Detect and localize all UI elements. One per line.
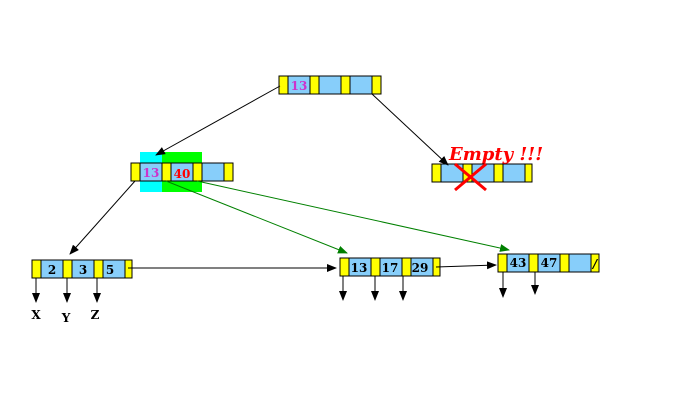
leaf-1-key-2: 3 [79,263,87,277]
internal-to-leaf-2-arrow [165,180,348,254]
leaf-node-2: 13 17 29 [339,257,441,277]
root-node: 13 [278,75,382,95]
leaf-1-key-1: 2 [48,263,56,277]
leaf-node-3: 43 47 / [497,253,600,273]
pointer-label-y: Y [61,311,71,325]
leaf-3-key-2: 47 [541,256,558,270]
leaf-2-key-1: 13 [351,261,368,275]
internal-left-key-2: 40 [174,167,191,181]
pointer-label-x: X [31,308,41,322]
internal-right-node [431,163,533,183]
internal-to-leaf-3-arrow [196,180,510,252]
root-to-left-arrow [155,85,281,156]
internal-to-leaf-1-arrow [69,180,136,255]
leaf-2-next-arrow [435,261,497,270]
leaf-2-key-2: 17 [382,261,399,275]
leaf-2-key-3: 29 [412,261,429,275]
leaf-3-key-1: 43 [510,256,527,270]
internal-left-node: 13 40 [130,162,234,182]
root-key-1: 13 [291,79,308,93]
empty-label: Empty !!! [448,144,543,165]
leaf-node-1: 2 3 5 [31,259,133,279]
root-to-right-arrow [371,93,449,166]
leaf-1-key-3: 5 [106,263,114,277]
pointer-label-z: Z [91,308,100,322]
leaf-3-null-marker: / [592,257,599,271]
cross-icon [454,162,487,192]
internal-left-key-1: 13 [143,166,160,180]
